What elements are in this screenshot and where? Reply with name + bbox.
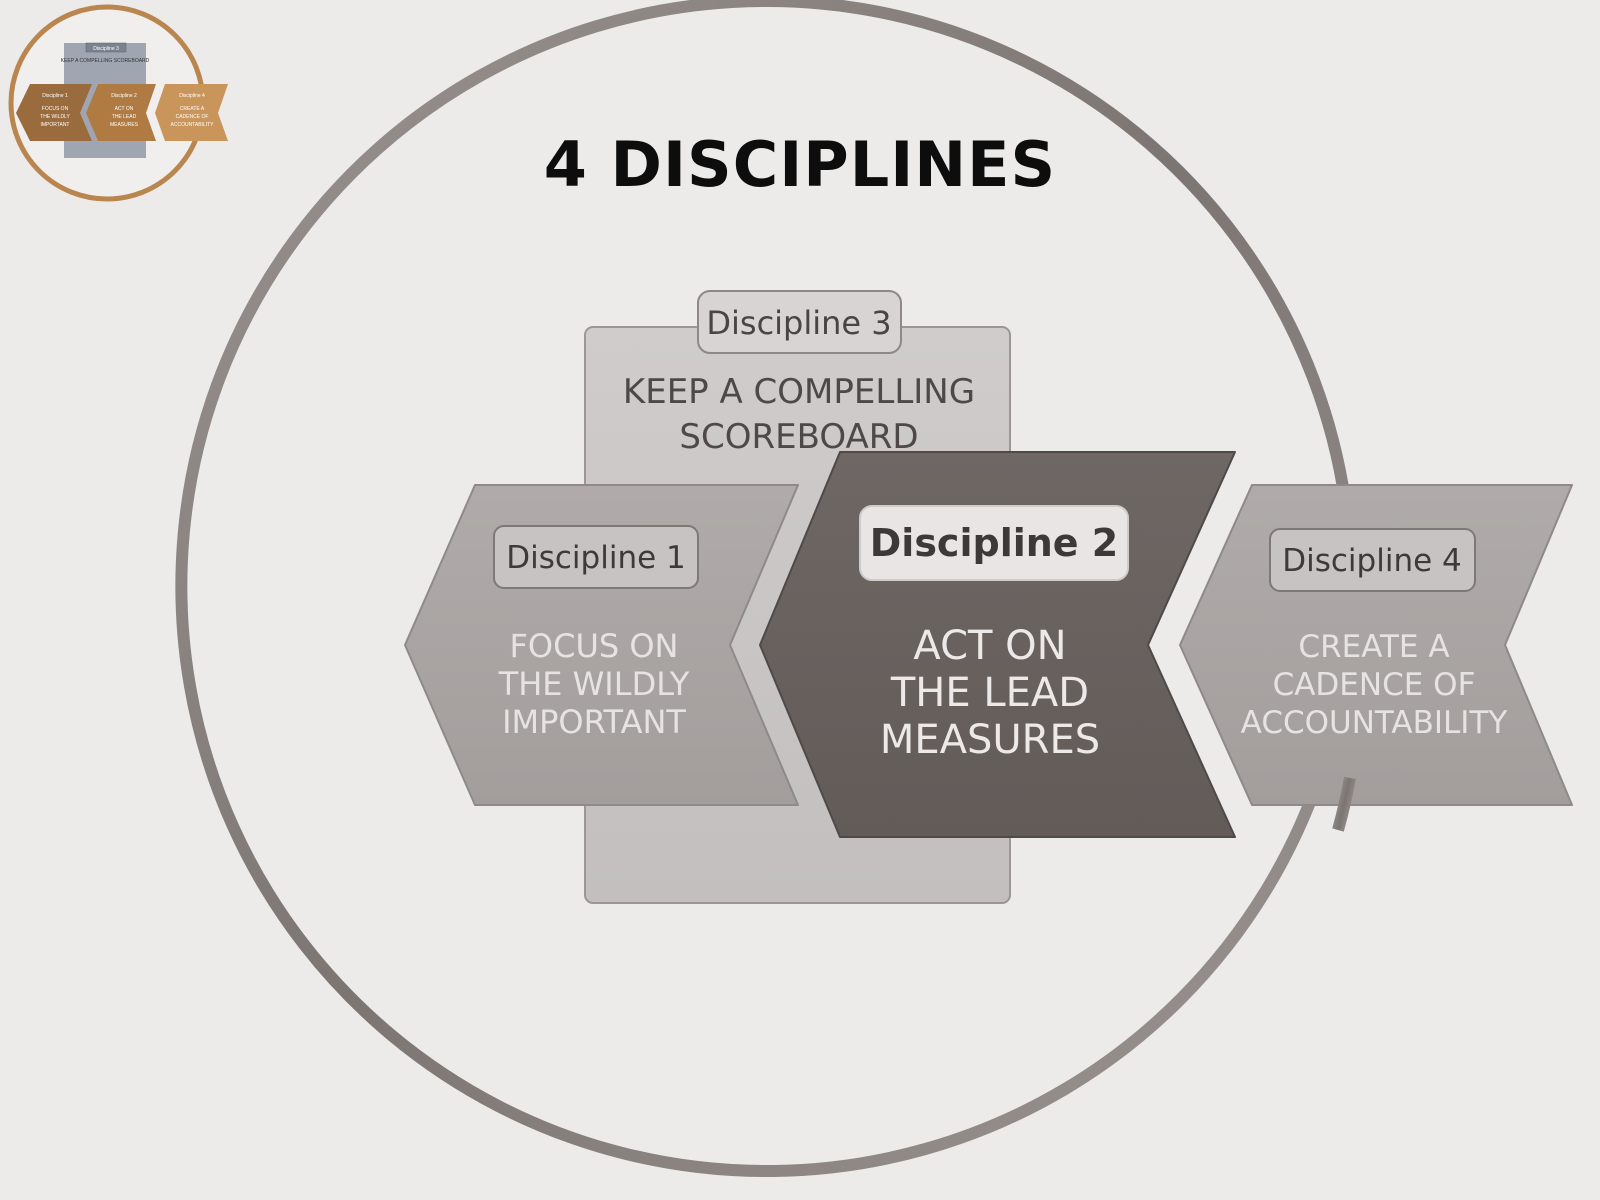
discipline-4-tag — [1269, 528, 1476, 592]
discipline-4-text-line3: ACCOUNTABILITY — [1241, 705, 1508, 741]
discipline-2-text-line2: THE LEAD — [890, 670, 1089, 716]
thumb-d2-line1: ACT ON — [115, 106, 134, 112]
cycle-ring-overlap — [1332, 776, 1356, 832]
discipline-3-text-line1: KEEP A COMPELLING — [623, 372, 975, 412]
page-title: 4 DISCIPLINES — [543, 128, 1057, 201]
thumb-d4-line3: ACCOUNTABILITY — [171, 122, 215, 128]
thumb-d4-line1: CREATE A — [180, 106, 205, 112]
discipline-3-tag-label: Discipline 3 — [706, 304, 891, 342]
discipline-1-panel: Discipline 1 FOCUS ON THE WILDLY IMPORTA… — [404, 484, 799, 806]
discipline-1-tag — [493, 525, 699, 589]
thumb-d4-line2: CADENCE OF — [176, 114, 209, 120]
discipline-4-text-line2: CADENCE OF — [1273, 667, 1476, 703]
thumb-d1-tag: Discipline 1 — [42, 93, 68, 99]
thumb-d2-line2: THE LEAD — [112, 114, 137, 120]
discipline-3-text-line2: SCOREBOARD — [679, 417, 918, 457]
discipline-2-text-line1: ACT ON — [913, 623, 1066, 669]
thumb-d3-text: KEEP A COMPELLING SCOREBOARD — [61, 58, 150, 64]
discipline-1-tag-label: Discipline 1 — [506, 540, 686, 576]
discipline-2-text-line3: MEASURES — [880, 717, 1100, 763]
discipline-4-tag-label: Discipline 4 — [1282, 543, 1462, 579]
thumb-d4-tag: Discipline 4 — [179, 93, 205, 99]
thumb-d1-line2: THE WILDLY — [40, 114, 70, 120]
discipline-4-panel: Discipline 4 CREATE A CADENCE OF ACCOUNT… — [1179, 484, 1573, 806]
thumb-d1-line1: FOCUS ON — [42, 106, 69, 112]
discipline-4-text-line1: CREATE A — [1298, 629, 1449, 665]
discipline-2-tag — [859, 505, 1129, 581]
discipline-3-tag — [697, 290, 902, 354]
discipline-2-panel: Discipline 2 ACT ON THE LEAD MEASURES — [759, 451, 1236, 838]
discipline-1-text-line1: FOCUS ON — [510, 627, 679, 665]
discipline-1-text-line2: THE WILDLY — [498, 665, 690, 703]
discipline-2-tag-label: Discipline 2 — [870, 521, 1118, 565]
thumbnail-logo: Discipline 3 KEEP A COMPELLING SCOREBOAR… — [8, 4, 228, 202]
thumb-d1-line3: IMPORTANT — [41, 122, 70, 128]
thumb-d2-tag: Discipline 2 — [111, 93, 137, 99]
discipline-1-text-line3: IMPORTANT — [502, 703, 686, 741]
thumb-d3-tag: Discipline 3 — [93, 46, 119, 52]
thumb-d2-line3: MEASURES — [110, 122, 139, 128]
